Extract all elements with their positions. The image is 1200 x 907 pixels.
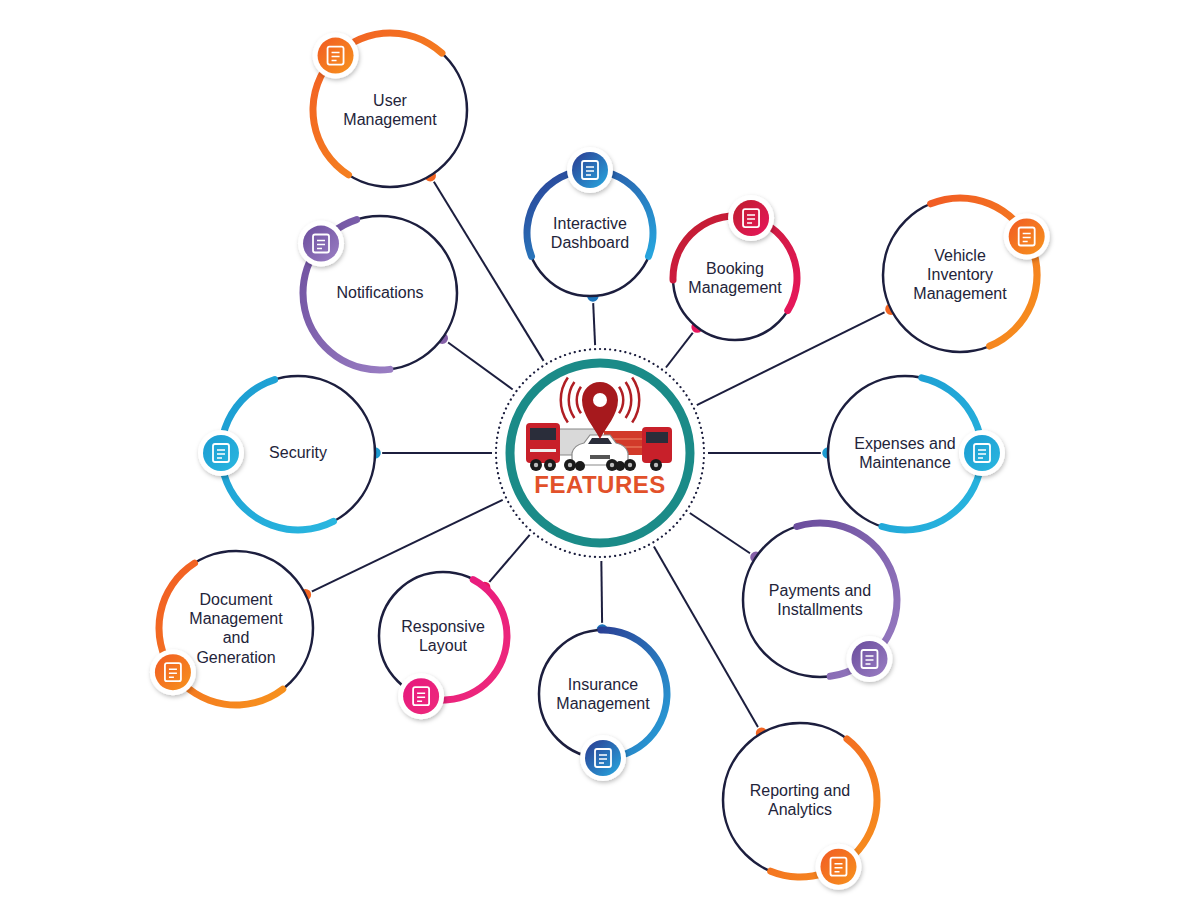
feature-circle: Insurance Management bbox=[539, 630, 667, 758]
node-label: Vehicle Inventory Management bbox=[908, 246, 1012, 304]
ring-group bbox=[539, 627, 671, 781]
circle-outline bbox=[723, 723, 877, 877]
spoke-group bbox=[596, 561, 609, 637]
feature-icon bbox=[816, 844, 862, 890]
label-box: User Management bbox=[335, 91, 445, 129]
feature-icon bbox=[150, 649, 196, 695]
node-label: Document Management and Generation bbox=[184, 590, 288, 667]
feature-icon bbox=[567, 147, 613, 193]
spoke-group bbox=[369, 447, 493, 460]
label-box: Interactive Dashboard bbox=[540, 214, 640, 252]
node-label: User Management bbox=[335, 91, 445, 129]
feature-circle: Document Management and Generation bbox=[159, 551, 313, 705]
ring-group bbox=[496, 349, 704, 557]
ring-group bbox=[298, 216, 457, 373]
label-box: Notifications bbox=[325, 283, 435, 302]
node-label: Interactive Dashboard bbox=[540, 214, 640, 252]
spoke-group bbox=[586, 289, 599, 345]
ring-group bbox=[828, 374, 1005, 533]
hub-circle: FEATURES bbox=[492, 345, 708, 561]
spoke-group bbox=[436, 332, 513, 390]
feature-circle: Interactive Dashboard bbox=[527, 170, 653, 296]
teal-ring bbox=[510, 363, 690, 543]
node-label: Reporting and Analytics bbox=[738, 781, 862, 819]
circle-outline bbox=[743, 523, 897, 677]
ring-group bbox=[309, 29, 467, 187]
spoke-line bbox=[654, 547, 762, 734]
location-pin bbox=[582, 382, 618, 439]
node-label: Notifications bbox=[325, 283, 435, 302]
fleet-illustration bbox=[526, 377, 672, 471]
label-box: Booking Management bbox=[685, 259, 785, 297]
spoke-line bbox=[485, 535, 530, 587]
spoke-line bbox=[442, 338, 512, 389]
ring-group bbox=[198, 376, 375, 533]
label-box: Expenses and Maintenance bbox=[853, 434, 957, 472]
label-box: FEATURES bbox=[492, 471, 708, 500]
label-box: Security bbox=[253, 443, 343, 462]
ring-group bbox=[524, 147, 657, 296]
feature-circle: Payments and Installments bbox=[743, 523, 897, 677]
feature-circle: Vehicle Inventory Management bbox=[883, 198, 1037, 352]
label-box: Payments and Installments bbox=[768, 581, 872, 619]
node-label: Expenses and Maintenance bbox=[853, 434, 957, 472]
feature-icon bbox=[580, 735, 626, 781]
feature-circle: Responsive Layout bbox=[379, 572, 507, 700]
ring-group bbox=[150, 551, 313, 709]
spoke-group bbox=[690, 513, 763, 564]
feature-circle: Booking Management bbox=[673, 216, 797, 340]
circle-outline bbox=[828, 376, 982, 530]
feature-icon bbox=[846, 636, 892, 682]
spoke-line bbox=[708, 452, 828, 454]
feature-circle: Notifications bbox=[303, 216, 457, 370]
spoke-line bbox=[600, 561, 603, 630]
label-box: Vehicle Inventory Management bbox=[908, 246, 1012, 304]
feature-circle: User Management bbox=[313, 33, 467, 187]
feature-icon bbox=[313, 33, 359, 79]
feature-circle: Reporting and Analytics bbox=[723, 723, 877, 877]
spoke-line bbox=[375, 452, 492, 454]
feature-icon bbox=[198, 430, 244, 476]
ring-group bbox=[743, 520, 900, 682]
circle-outline bbox=[527, 170, 653, 296]
spoke-line bbox=[666, 327, 697, 367]
ring-group bbox=[883, 194, 1050, 352]
circle-outline bbox=[539, 630, 667, 758]
node-label: Security bbox=[253, 443, 343, 462]
feature-icon bbox=[298, 221, 344, 267]
node-label: Insurance Management bbox=[553, 675, 653, 713]
dotted-ring bbox=[496, 349, 704, 557]
circle-outline bbox=[313, 33, 467, 187]
spoke-group bbox=[708, 447, 835, 460]
spoke-line bbox=[593, 296, 595, 345]
feature-circle: Expenses and Maintenance bbox=[828, 376, 982, 530]
colour-arc bbox=[155, 560, 286, 709]
circle-outline bbox=[492, 345, 708, 561]
node-label: FEATURES bbox=[492, 471, 708, 500]
label-box: Reporting and Analytics bbox=[738, 781, 862, 819]
feature-icon bbox=[398, 673, 444, 719]
label-box: Insurance Management bbox=[553, 675, 653, 713]
label-box: Document Management and Generation bbox=[184, 590, 288, 667]
ring-group bbox=[670, 195, 801, 340]
circle-outline bbox=[673, 216, 797, 340]
circle-outline bbox=[379, 572, 507, 700]
node-label: Responsive Layout bbox=[393, 617, 493, 655]
label-box: Responsive Layout bbox=[393, 617, 493, 655]
feature-circle: Security bbox=[221, 376, 375, 530]
node-label: Payments and Installments bbox=[768, 581, 872, 619]
circle-outline bbox=[159, 551, 313, 705]
node-label: Booking Management bbox=[685, 259, 785, 297]
feature-icon bbox=[1004, 214, 1050, 260]
colour-arc bbox=[309, 29, 445, 178]
feature-icon bbox=[728, 195, 774, 241]
spoke-line bbox=[690, 513, 756, 557]
ring-group bbox=[379, 572, 511, 719]
feature-icon bbox=[959, 430, 1005, 476]
ring-group bbox=[723, 723, 881, 890]
